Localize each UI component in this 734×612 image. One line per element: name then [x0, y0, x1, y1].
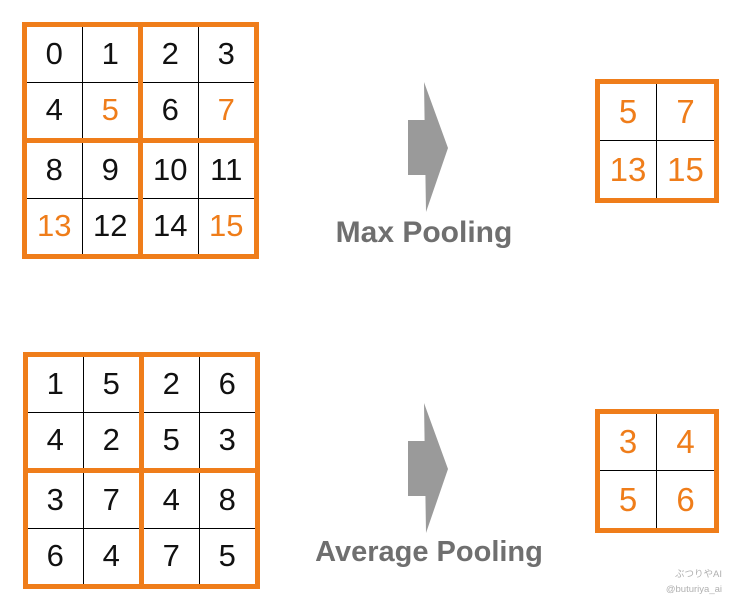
grid-cell: 2 — [83, 412, 139, 468]
grid-cell: 4 — [27, 82, 83, 138]
grid-cell: 15 — [198, 198, 254, 254]
max-pooling-output-grid: 5 7 13 15 — [595, 79, 719, 203]
max-pooling-input-grid: 0 1 4 5 2 3 6 7 8 9 13 12 10 11 14 15 — [22, 22, 259, 259]
grid-cell: 4 — [28, 412, 84, 468]
grid-cell: 3 — [28, 473, 84, 529]
grid-cell: 5 — [600, 471, 657, 528]
quadrant-top-right: 2 3 6 7 — [143, 27, 254, 138]
grid-cell: 6 — [143, 82, 199, 138]
right-arrow-icon — [408, 82, 448, 212]
average-pooling-input-grid: 1 5 4 2 2 6 5 3 3 7 6 4 4 8 7 5 — [23, 352, 260, 589]
grid-cell: 6 — [28, 528, 84, 584]
grid-cell: 8 — [199, 473, 255, 529]
grid-cell: 3 — [600, 414, 657, 471]
grid-cell: 4 — [144, 473, 200, 529]
grid-cell: 14 — [143, 198, 199, 254]
grid-cell: 13 — [600, 141, 657, 198]
grid-cell: 15 — [657, 141, 714, 198]
watermark-handle: @buturiya_ai — [665, 584, 722, 596]
quadrant-top-left: 0 1 4 5 — [27, 27, 138, 138]
quadrant-top-left: 1 5 4 2 — [28, 357, 139, 468]
grid-cell: 5 — [600, 84, 657, 141]
grid-cell: 5 — [82, 82, 138, 138]
grid-cell: 6 — [199, 357, 255, 413]
grid-cell: 7 — [198, 82, 254, 138]
grid-cell: 3 — [199, 412, 255, 468]
grid-cell: 3 — [198, 27, 254, 83]
grid-cell: 5 — [83, 357, 139, 413]
grid-cell: 11 — [198, 143, 254, 199]
grid-cell: 6 — [657, 471, 714, 528]
watermark: ぶつりやAI @buturiya_ai — [666, 567, 722, 597]
average-pooling-output-grid: 3 4 5 6 — [595, 409, 719, 533]
right-arrow-icon — [408, 403, 448, 533]
quadrant-bottom-right: 4 8 7 5 — [144, 473, 255, 584]
quadrant-bottom-right: 10 11 14 15 — [143, 143, 254, 254]
grid-cell: 12 — [82, 198, 138, 254]
quadrant-top-right: 2 6 5 3 — [144, 357, 255, 468]
grid-cell: 1 — [82, 27, 138, 83]
quadrant-bottom-left: 8 9 13 12 — [27, 143, 138, 254]
grid-cell: 7 — [144, 528, 200, 584]
grid-cell: 1 — [28, 357, 84, 413]
grid-cell: 7 — [657, 84, 714, 141]
grid-cell: 10 — [143, 143, 199, 199]
grid-cell: 5 — [144, 412, 200, 468]
grid-cell: 0 — [27, 27, 83, 83]
grid-cell: 2 — [143, 27, 199, 83]
average-pooling-label: Average Pooling — [315, 536, 543, 568]
grid-cell: 13 — [27, 198, 83, 254]
grid-cell: 7 — [83, 473, 139, 529]
max-pooling-label: Max Pooling — [335, 216, 513, 249]
grid-cell: 2 — [144, 357, 200, 413]
grid-cell: 9 — [82, 143, 138, 199]
grid-cell: 5 — [199, 528, 255, 584]
quadrant-bottom-left: 3 7 6 4 — [28, 473, 139, 584]
grid-cell: 4 — [83, 528, 139, 584]
grid-cell: 8 — [27, 143, 83, 199]
grid-cell: 4 — [657, 414, 714, 471]
watermark-name: ぶつりやAI — [675, 569, 722, 580]
